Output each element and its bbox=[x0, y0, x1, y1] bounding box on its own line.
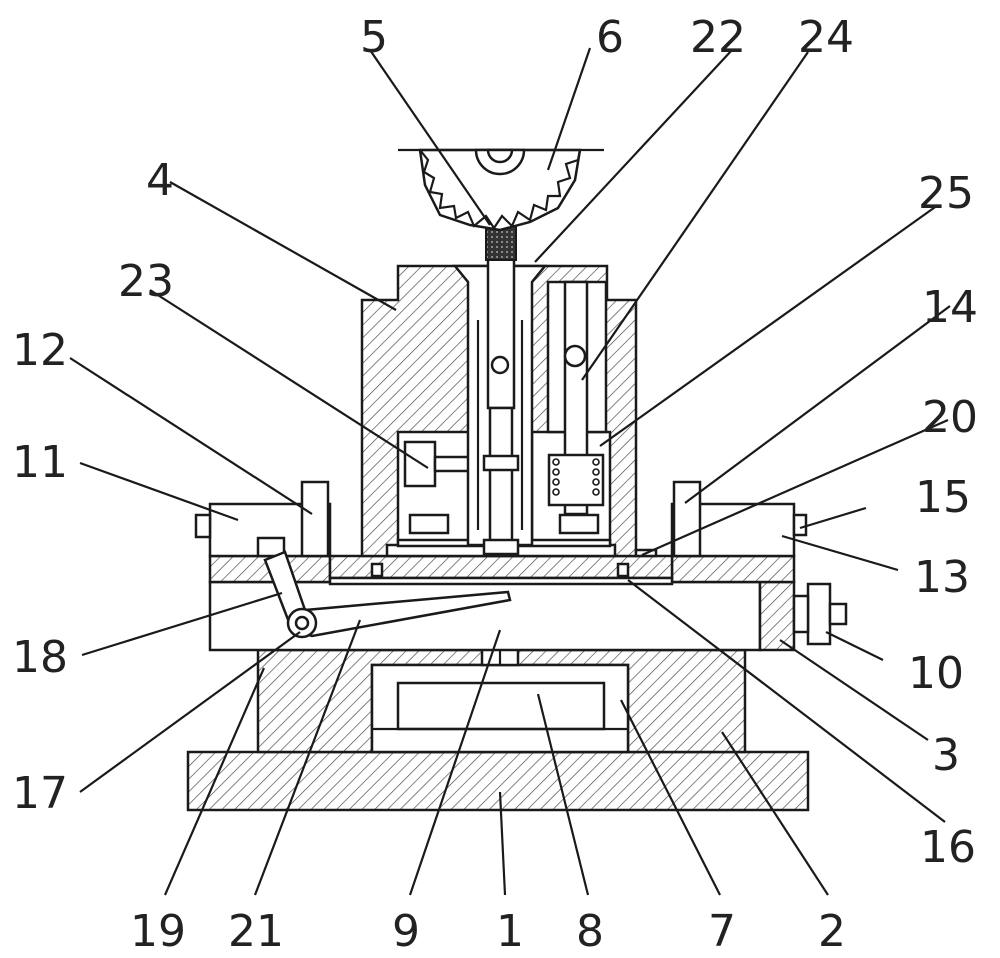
label-19: 19 bbox=[130, 906, 186, 957]
label-20: 20 bbox=[922, 392, 978, 443]
label-5: 5 bbox=[360, 12, 388, 63]
spring-25 bbox=[552, 458, 600, 496]
shaft-hub bbox=[482, 538, 520, 556]
lever-pivot-inner bbox=[294, 615, 310, 631]
label-6: 6 bbox=[596, 12, 624, 63]
base-plate bbox=[186, 750, 810, 812]
label-22: 22 bbox=[690, 12, 746, 63]
label-24: 24 bbox=[798, 12, 854, 63]
label-8: 8 bbox=[576, 906, 604, 957]
foot-right bbox=[558, 513, 600, 535]
post-14 bbox=[672, 480, 702, 558]
label-25: 25 bbox=[918, 168, 974, 219]
shaft-lower bbox=[488, 406, 514, 545]
label-2: 2 bbox=[818, 906, 846, 957]
label-23: 23 bbox=[118, 256, 174, 307]
pin-left bbox=[370, 562, 384, 578]
grind-head-5 bbox=[485, 225, 517, 261]
knob-10[interactable] bbox=[806, 582, 832, 646]
rod-ball bbox=[563, 344, 587, 368]
label-16: 16 bbox=[920, 822, 976, 873]
bolt-11 bbox=[194, 513, 212, 539]
label-21: 21 bbox=[228, 906, 284, 957]
bolt-15 bbox=[792, 513, 808, 537]
label-15: 15 bbox=[915, 472, 971, 523]
side-block bbox=[758, 580, 796, 652]
label-10: 10 bbox=[908, 648, 964, 699]
top-slab-right bbox=[670, 554, 796, 584]
label-14: 14 bbox=[922, 282, 978, 333]
post-12 bbox=[300, 480, 330, 558]
label-11: 11 bbox=[12, 437, 68, 488]
shaft-ball bbox=[490, 355, 510, 375]
gear-6 bbox=[418, 148, 582, 232]
pin-right bbox=[616, 562, 630, 578]
label-18: 18 bbox=[12, 632, 68, 683]
label-17: 17 bbox=[12, 768, 68, 819]
gear-teeth bbox=[419, 149, 582, 230]
label-13: 13 bbox=[914, 552, 970, 603]
label-3: 3 bbox=[932, 730, 960, 781]
label-1: 1 bbox=[496, 906, 524, 957]
foot-left bbox=[408, 513, 450, 535]
knob-stem bbox=[828, 602, 848, 626]
label-4: 4 bbox=[146, 155, 174, 206]
label-12: 12 bbox=[12, 325, 68, 376]
lever-bracket bbox=[256, 536, 286, 558]
label-9: 9 bbox=[392, 906, 420, 957]
slide-plate-16 bbox=[328, 576, 674, 586]
leader-lines bbox=[69, 47, 951, 896]
gear-hub-inner bbox=[486, 148, 514, 164]
shaft-collar bbox=[482, 454, 520, 472]
knob-nut bbox=[792, 594, 810, 634]
label-7: 7 bbox=[708, 906, 736, 957]
cylinder-inner bbox=[396, 681, 606, 731]
shaft-22 bbox=[486, 256, 516, 410]
